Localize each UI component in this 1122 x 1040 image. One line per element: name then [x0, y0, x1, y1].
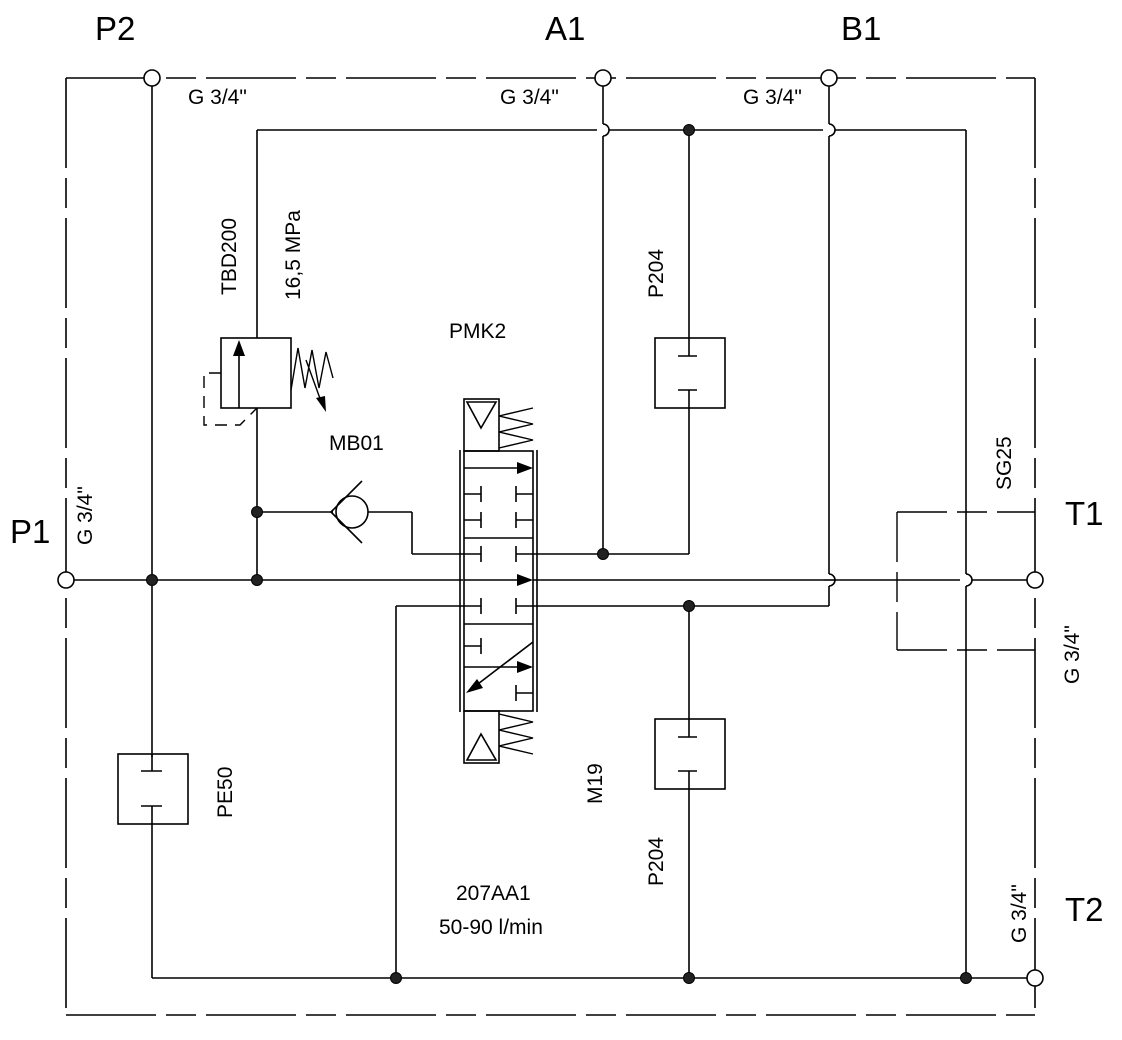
port-label-a1: A1 [545, 10, 585, 47]
ports [57, 69, 1044, 987]
plug-p204-bottom-symbol [654, 718, 726, 790]
port-label-p1: P1 [10, 513, 50, 550]
port-label-t2: T2 [1065, 891, 1104, 928]
valve-body-model: 207AA1 [456, 882, 531, 905]
port-label-p2: P2 [95, 10, 135, 47]
manifold-boundary [65, 77, 1036, 1016]
sandwich-block-model: SG25 [993, 436, 1016, 490]
thread-label-t1: G 3/4" [1061, 625, 1084, 684]
check-valve-symbol [330, 480, 369, 544]
junctions [146, 124, 972, 984]
port-p2[interactable] [143, 69, 161, 87]
junction-dot [960, 972, 972, 984]
plug-left-model: PE50 [214, 767, 237, 818]
thread-label-t2: G 3/4" [1008, 884, 1031, 943]
port-t1[interactable] [1026, 571, 1044, 589]
check-valve-model: MB01 [329, 432, 384, 455]
junction-dot [683, 600, 695, 612]
junction-dot [251, 574, 263, 586]
junction-dot [683, 124, 695, 136]
relief-valve-model: TBD200 [218, 218, 241, 295]
solenoid-model: M19 [584, 763, 607, 804]
junction-dot [597, 548, 609, 560]
plug-pe50-symbol [117, 753, 189, 825]
relief-valve-setting: 16,5 MPa [282, 210, 305, 300]
junction-dot [390, 972, 402, 984]
valve-body-flow: 50-90 l/min [439, 916, 543, 939]
port-label-b1: B1 [841, 10, 881, 47]
junction-dot [683, 972, 695, 984]
plug-p204-top-symbol [654, 337, 726, 409]
thread-label-a1: G 3/4" [500, 86, 559, 109]
flow-lines [74, 86, 1027, 979]
labels: P2 A1 B1 P1 T1 T2 G 3/4" G 3/4" G 3/4" G… [10, 10, 1104, 943]
port-b1[interactable] [820, 69, 838, 87]
junction-dot [251, 506, 263, 518]
port-p1[interactable] [57, 571, 75, 589]
thread-label-p2: G 3/4" [188, 86, 247, 109]
relief-valve-symbol [203, 337, 334, 426]
thread-label-b1: G 3/4" [743, 86, 802, 109]
port-t2[interactable] [1026, 969, 1044, 987]
plug-bottom-model: P204 [645, 837, 668, 886]
port-label-t1: T1 [1065, 495, 1104, 532]
port-a1[interactable] [594, 69, 612, 87]
thread-label-p1: G 3/4" [74, 486, 97, 545]
directional-valve-symbol [459, 398, 538, 764]
directional-valve-model: PMK2 [449, 320, 506, 343]
sandwich-block-sg25-symbol [896, 511, 1035, 651]
junction-dot [146, 574, 158, 586]
plug-top-model: P204 [645, 249, 668, 298]
